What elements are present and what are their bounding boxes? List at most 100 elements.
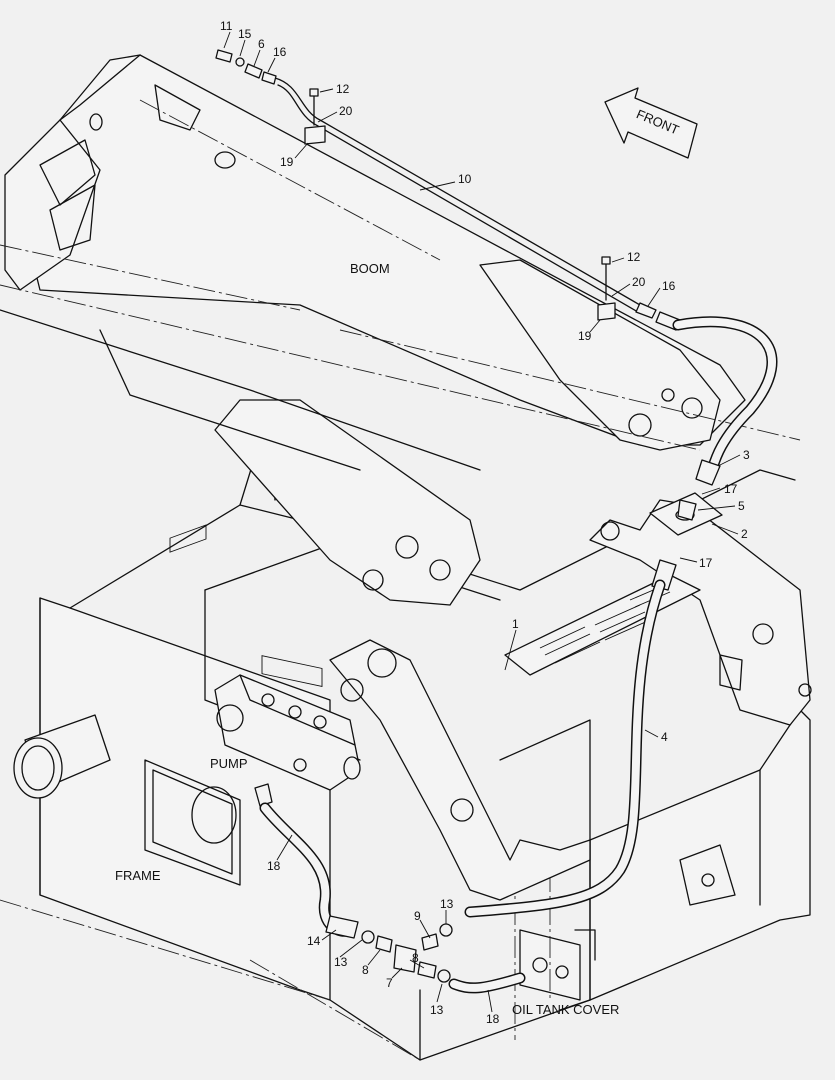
tower-hole-mid bbox=[340, 678, 364, 702]
boom-lower-arm bbox=[214, 399, 481, 606]
frame-slot-left bbox=[169, 524, 207, 553]
right-upright-hole bbox=[752, 623, 774, 645]
boom-inner-edge bbox=[99, 329, 361, 471]
fitting-16-top bbox=[261, 71, 277, 85]
callout-20-top: 20 bbox=[339, 104, 353, 118]
pump-port-c bbox=[313, 715, 327, 729]
clamp-bolt-head-top bbox=[309, 88, 319, 97]
callout-13-upper: 13 bbox=[440, 897, 454, 911]
callout-4: 4 bbox=[661, 730, 668, 744]
adaptor-8-upper bbox=[375, 935, 393, 953]
hose-ferrule-14 bbox=[325, 915, 359, 939]
frame-tube-bore bbox=[21, 745, 55, 791]
tower-hole-lower bbox=[450, 798, 474, 822]
frame-right-wall bbox=[589, 709, 811, 1001]
fitting-6 bbox=[244, 63, 263, 79]
hose-3-end-bottom bbox=[695, 459, 721, 486]
fitting-15-oring bbox=[235, 57, 245, 67]
frame-window-hole bbox=[191, 786, 237, 844]
boom-pivot-hole bbox=[214, 151, 236, 169]
callout-6-top: 6 bbox=[258, 37, 265, 51]
hose-3-inner bbox=[674, 317, 776, 474]
tube-clamp-top bbox=[304, 125, 326, 145]
frame-window-inner bbox=[152, 769, 233, 875]
callout-8-upper: 8 bbox=[362, 963, 369, 977]
fitting-16-mid bbox=[635, 302, 657, 319]
oil-tank-cover-port-2 bbox=[555, 965, 569, 979]
hose-clamp-13-left bbox=[361, 930, 375, 944]
frame-window bbox=[144, 759, 241, 886]
hydraulic-lines bbox=[214, 49, 778, 994]
clamp-bolt-head-mid bbox=[601, 256, 611, 265]
frame-slot bbox=[261, 655, 323, 687]
fitting-11 bbox=[215, 49, 233, 63]
boom-centerline-a bbox=[0, 284, 701, 451]
boom-top-edge bbox=[59, 54, 141, 121]
boom-tip-hole-b bbox=[681, 397, 703, 419]
callout-17-b: 17 bbox=[699, 556, 713, 570]
callout-1: 1 bbox=[512, 617, 519, 631]
front-direction-arrow: FRONT bbox=[604, 87, 698, 159]
right-upright-hole-c bbox=[798, 683, 812, 697]
hose-18-lower-inner bbox=[450, 974, 524, 992]
boom-left-arm bbox=[4, 119, 101, 291]
callout-9: 9 bbox=[414, 909, 421, 923]
hose-clamp-13-lower bbox=[437, 969, 451, 983]
pump-flange bbox=[216, 704, 244, 732]
boom-left-plate bbox=[39, 139, 96, 206]
boom-lower-hole-c bbox=[362, 569, 384, 591]
callout-20-mid: 20 bbox=[632, 275, 646, 289]
callout-13-left: 13 bbox=[334, 955, 348, 969]
boom-centerline-d bbox=[339, 329, 801, 441]
pump-shaft bbox=[343, 756, 361, 780]
callout-16-mid: 16 bbox=[662, 279, 676, 293]
callout-17-a: 17 bbox=[724, 482, 738, 496]
boom-top-hole bbox=[89, 113, 103, 131]
hydraulic-pump bbox=[214, 674, 361, 807]
boom-tip bbox=[479, 259, 721, 451]
adaptor-8-lower bbox=[417, 961, 437, 979]
hose-4-inner bbox=[466, 581, 664, 916]
steel-tube-inner bbox=[277, 84, 639, 313]
pump-port-b bbox=[288, 705, 302, 719]
callout-5: 5 bbox=[738, 499, 745, 513]
callout-16-top: 16 bbox=[273, 45, 287, 59]
callout-7: 7 bbox=[386, 976, 393, 990]
hose-clamp-13-upper bbox=[439, 923, 453, 937]
tee-fitting-7 bbox=[393, 944, 417, 973]
fitting-9 bbox=[421, 933, 439, 951]
caption-oil-tank-cover: OIL TANK COVER bbox=[512, 1002, 619, 1017]
tower-hole-top bbox=[367, 648, 397, 678]
right-upright-tab bbox=[719, 654, 743, 691]
boom-left-web bbox=[49, 184, 96, 251]
right-upright-hole-b bbox=[600, 521, 620, 541]
caption-frame: FRAME bbox=[115, 868, 161, 883]
frame-left-wall bbox=[39, 597, 331, 1001]
frame-tube-end bbox=[13, 737, 63, 799]
boom-tip-hole-a bbox=[628, 413, 652, 437]
leader-lines bbox=[223, 31, 741, 1013]
callout-19-mid: 19 bbox=[578, 329, 592, 343]
callout-11-top: 11 bbox=[220, 19, 233, 33]
boom-tip-hole-c bbox=[661, 388, 675, 402]
access-grating-panel bbox=[504, 574, 701, 676]
tube-clamp-mid bbox=[597, 302, 616, 321]
boom-centerline-b bbox=[0, 244, 301, 311]
frame-bracket-hole bbox=[701, 873, 715, 887]
callout-14: 14 bbox=[307, 934, 321, 948]
callout-3: 3 bbox=[743, 448, 750, 462]
pump-seam bbox=[239, 674, 356, 746]
callout-2: 2 bbox=[741, 527, 748, 541]
steel-tube-outer bbox=[274, 77, 641, 306]
callout-18-upper: 18 bbox=[267, 859, 281, 873]
bulkhead-fitting-5 bbox=[677, 499, 697, 521]
callout-12-top: 12 bbox=[336, 82, 350, 96]
caption-pump: PUMP bbox=[210, 756, 248, 771]
front-arrow-shape bbox=[604, 87, 698, 159]
pump-port-d bbox=[293, 758, 307, 772]
callout-8-lower: 8 bbox=[412, 951, 419, 965]
callout-12-mid: 12 bbox=[627, 250, 641, 264]
callout-19-top: 19 bbox=[280, 155, 294, 169]
pump-port-a bbox=[261, 693, 275, 707]
